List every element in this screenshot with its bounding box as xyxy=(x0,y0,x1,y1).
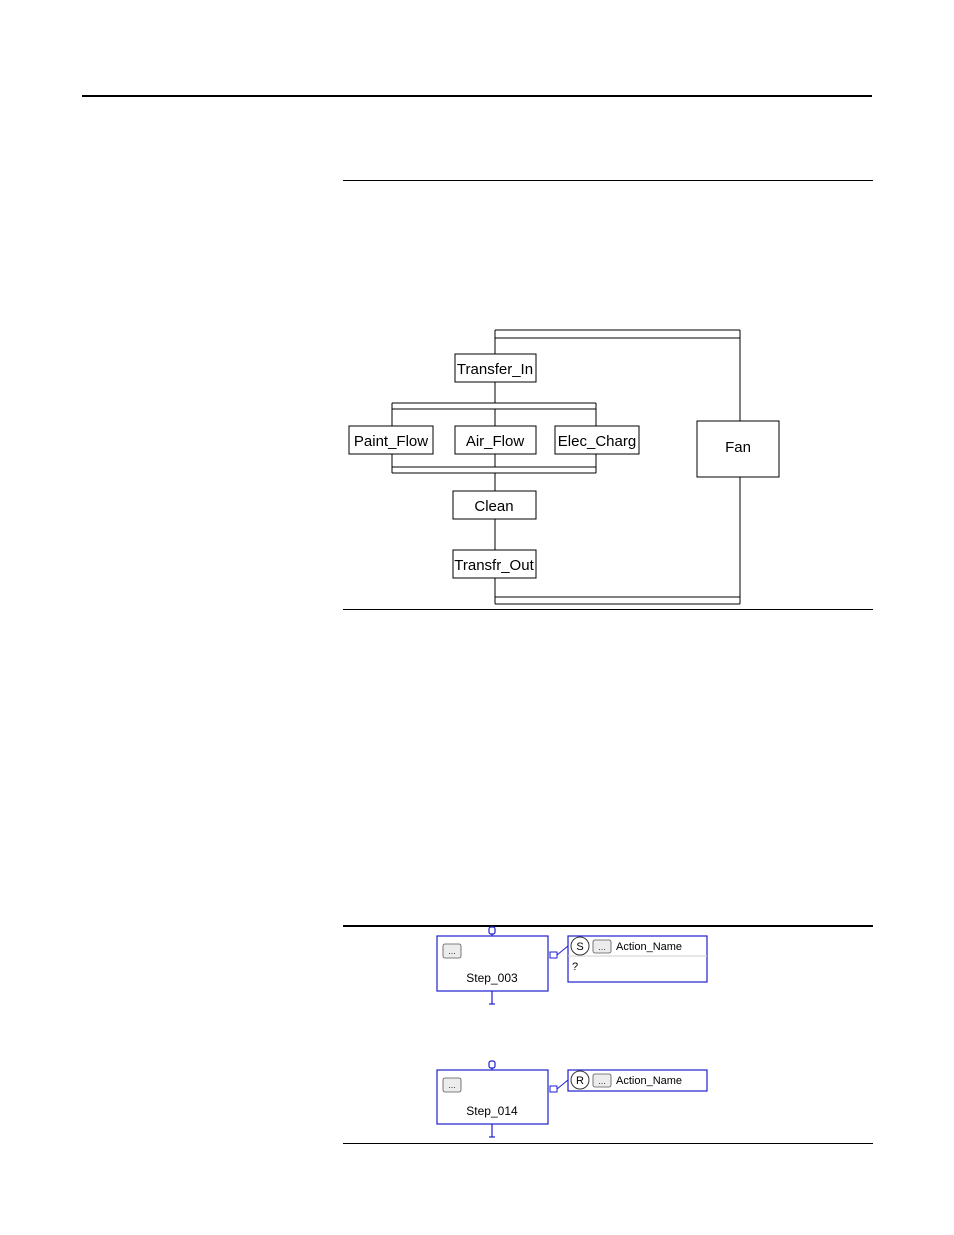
action-collapse-icon[interactable] xyxy=(550,952,557,958)
button-label: ... xyxy=(448,1080,456,1090)
button-label: ... xyxy=(598,942,606,952)
step-label: Step_003 xyxy=(466,971,518,985)
button-label: ... xyxy=(448,946,456,956)
button-label: ... xyxy=(598,1076,606,1086)
step-label: Step_014 xyxy=(466,1104,518,1118)
qualifier-label: R xyxy=(576,1075,584,1087)
step-014[interactable]: ... Step_014 xyxy=(437,1061,568,1137)
qualifier-label: S xyxy=(576,941,583,953)
action-name[interactable]: Action_Name xyxy=(616,1075,682,1087)
action-collapse-icon[interactable] xyxy=(550,1086,557,1092)
top-connector-icon[interactable] xyxy=(489,927,495,934)
action-browse-button[interactable]: ... xyxy=(593,1074,611,1087)
step-browse-button[interactable]: ... xyxy=(443,1078,461,1092)
action-block-s[interactable]: S ... Action_Name ? xyxy=(568,936,707,982)
action-expression[interactable]: ? xyxy=(572,961,578,973)
action-browse-button[interactable]: ... xyxy=(593,940,611,953)
top-connector-icon[interactable] xyxy=(489,1061,495,1068)
action-block-r[interactable]: R ... Action_Name xyxy=(568,1070,707,1091)
action-name[interactable]: Action_Name xyxy=(616,941,682,953)
step-browse-button[interactable]: ... xyxy=(443,944,461,958)
step-003[interactable]: ... Step_003 xyxy=(437,927,568,1004)
